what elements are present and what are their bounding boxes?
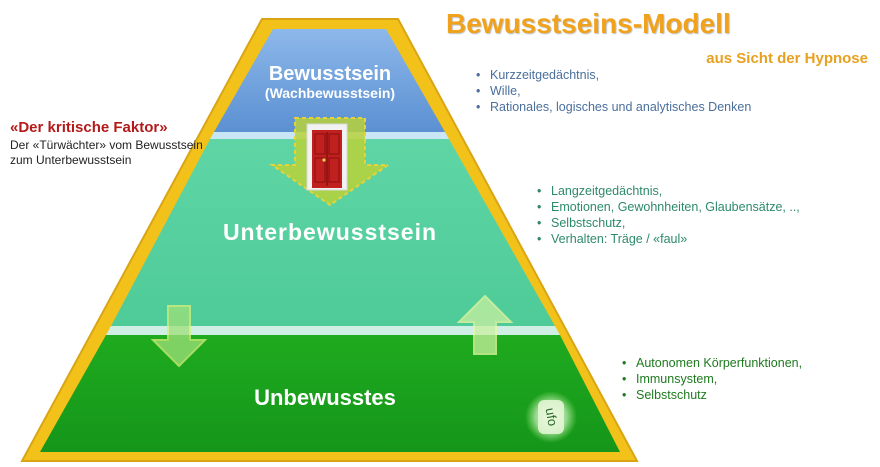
layer-sublabel-bewusstsein: (Wachbewusstsein) xyxy=(265,85,395,101)
layer-label-unbewusstes: Unbewusstes xyxy=(254,385,396,410)
door-icon xyxy=(306,123,348,191)
list-item: Immunsystem, xyxy=(620,371,802,387)
layer-label-bewusstsein: Bewusstsein xyxy=(269,63,391,85)
diagram-title: Bewusstseins-Modell xyxy=(446,8,731,39)
list-item: Kurzzeitgedächtnis, xyxy=(474,67,680,83)
critical-factor-title: «Der kritische Faktor» xyxy=(10,119,168,136)
unterbewusstsein-list: Langzeitgedächtnis, Emotionen, Gewohnhei… xyxy=(535,183,800,247)
layer-unterbewusstsein xyxy=(111,139,555,326)
layer-divider-bottom xyxy=(106,326,560,335)
unbewusstes-list: Autonomen Körperfunktionen, Immunsystem,… xyxy=(620,355,802,403)
ufo-text: ufo xyxy=(543,407,561,427)
layer-unbewusstes xyxy=(40,335,620,452)
list-item: Selbstschutz, xyxy=(535,215,800,231)
arrow-down-glow-icon xyxy=(150,305,208,368)
list-item: Emotionen, Gewohnheiten, Glaubensätze, .… xyxy=(535,199,800,215)
list-item: Rationales, logisches und analytisches D… xyxy=(474,99,751,115)
layer-bewusstsein xyxy=(214,29,445,132)
list-item: Wille, xyxy=(474,83,680,99)
list-item: Autonomen Körperfunktionen, xyxy=(620,355,802,371)
list-item: Langzeitgedächtnis, xyxy=(535,183,800,199)
diagram-subtitle: aus Sicht der Hypnose xyxy=(706,50,868,67)
layer-label-unterbewusstsein: Unterbewusstsein xyxy=(223,219,437,245)
list-item: Selbstschutz xyxy=(620,387,802,403)
arrow-up-glow-icon xyxy=(456,294,514,355)
critical-factor-description: Der «Türwächter» vom Bewusstsein zum Unt… xyxy=(10,138,203,167)
bewusstsein-list: Kurzzeitgedächtnis, Wille, Rationales, l… xyxy=(474,67,751,115)
list-item: Verhalten: Träge / «faul» xyxy=(535,231,800,247)
ufo-glow-icon: ufo xyxy=(525,391,577,443)
critical-factor-note: «Der kritische Faktor» Der «Türwächter» … xyxy=(10,119,210,168)
